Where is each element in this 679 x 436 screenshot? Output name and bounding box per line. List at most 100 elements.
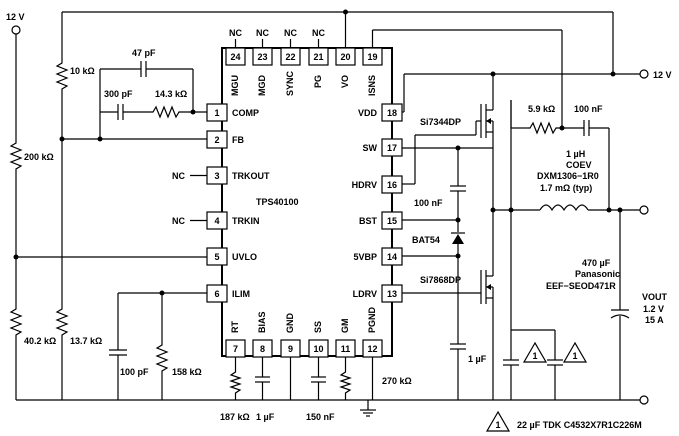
label-470uf-part: EEF−SEOD471R	[546, 281, 616, 291]
label-inductor-part: DXM1306−1R0	[537, 171, 599, 181]
footnote: 1 22 µF TDK C4532X7R1C226M	[485, 410, 642, 432]
pin-mgd: 23 MGD NC	[252, 28, 273, 96]
inductor-1uh	[539, 204, 589, 212]
ground-symbol	[360, 409, 376, 417]
capacitor-100pf	[109, 349, 127, 356]
label-si7868: Si7868DP	[420, 275, 461, 285]
svg-text:VO: VO	[340, 75, 350, 88]
note-triangle-icon: 1	[562, 341, 588, 363]
pin-vo: 20 VO	[335, 47, 356, 88]
svg-text:COMP: COMP	[232, 108, 259, 118]
svg-text:GM: GM	[340, 319, 350, 334]
svg-text:9: 9	[288, 344, 293, 354]
svg-text:TRKIN: TRKIN	[232, 216, 260, 226]
pin-sync: 22 SYNC NC	[280, 28, 301, 96]
svg-text:RT: RT	[230, 321, 240, 333]
capacitor-22uf-a	[503, 359, 519, 366]
label-inductor-value: 1 µH	[566, 149, 585, 159]
svg-text:11: 11	[341, 344, 351, 354]
label-vout: VOUT	[642, 292, 668, 302]
capacitor-100nf-snubber	[583, 120, 590, 136]
svg-text:14: 14	[387, 252, 397, 262]
svg-text:13: 13	[387, 289, 397, 299]
pin-pg: 21 PG NC	[308, 28, 329, 88]
svg-text:12 V: 12 V	[6, 12, 25, 22]
label-bias-1uf: 1 µF	[256, 412, 275, 422]
label-vout-voltage: 1.2 V	[643, 304, 664, 314]
label-13k7: 13.7 kΩ	[70, 336, 102, 346]
svg-text:24: 24	[230, 52, 240, 62]
svg-text:SS: SS	[313, 321, 323, 333]
capacitor-bias-1uf	[255, 376, 270, 383]
svg-text:23: 23	[257, 52, 267, 62]
svg-text:5: 5	[214, 252, 219, 262]
capacitor-47pf	[140, 61, 147, 77]
svg-text:MGD: MGD	[257, 75, 267, 96]
svg-text:NC: NC	[312, 28, 325, 38]
label-14k3: 14.3 kΩ	[155, 89, 187, 99]
resistor-10k	[55, 60, 69, 92]
svg-text:PGND: PGND	[367, 306, 377, 333]
svg-text:3: 3	[214, 171, 219, 181]
resistor-158k	[155, 342, 169, 374]
svg-text:6: 6	[214, 289, 219, 299]
svg-text:8: 8	[260, 344, 265, 354]
resistor-200k	[9, 140, 23, 172]
svg-text:1: 1	[532, 351, 537, 361]
label-5vbp-1uf: 1 µF	[468, 354, 487, 364]
footnote-text: 22 µF TDK C4532X7R1C226M	[517, 420, 642, 430]
terminal-vout-bottom	[639, 395, 649, 405]
svg-text:NC: NC	[284, 28, 297, 38]
ic-body	[221, 47, 393, 357]
resistor-14k3	[150, 105, 182, 119]
svg-text:FB: FB	[232, 135, 244, 145]
input-terminal-12v: 12 V	[6, 12, 25, 35]
terminal-vout-top	[639, 205, 649, 215]
label-bst-100nf: 100 nF	[414, 198, 443, 208]
label-10k: 10 kΩ	[70, 66, 95, 76]
label-5k9: 5.9 kΩ	[528, 104, 555, 114]
mosfet-high-side	[476, 74, 494, 148]
capacitor-300pf	[117, 104, 124, 120]
label-inductor-brand: COEV	[566, 160, 592, 170]
svg-text:2: 2	[214, 135, 219, 145]
svg-text:5VBP: 5VBP	[353, 252, 377, 262]
label-40k2: 40.2 kΩ	[24, 336, 56, 346]
svg-text:UVLO: UVLO	[232, 252, 257, 262]
capacitor-ss-150nf	[311, 376, 326, 383]
capacitor-5vbp-1uf	[450, 343, 466, 350]
pin-mgu: 24 MGU NC	[225, 28, 246, 96]
label-187k: 187 kΩ	[220, 412, 250, 422]
svg-text:1: 1	[495, 420, 500, 430]
label-100pf: 100 pF	[120, 367, 149, 377]
nc-trkin: NC	[172, 216, 185, 226]
terminal-12v-right	[639, 69, 649, 79]
label-470uf-brand: Panasonic	[575, 269, 620, 279]
svg-text:15: 15	[387, 216, 397, 226]
pin-ss: 10 SS	[308, 321, 329, 358]
pin-uvlo: 5 UVLO	[206, 247, 257, 266]
svg-text:PG: PG	[313, 75, 323, 88]
pin-rt: 7 RT	[225, 321, 246, 358]
label-12v-right: 12 V	[653, 70, 672, 80]
mosfet-low-side	[480, 210, 494, 400]
svg-text:ISNS: ISNS	[367, 75, 377, 96]
label-150nf: 150 nF	[306, 412, 335, 422]
pin-bias: 8 BIAS	[252, 311, 273, 358]
svg-text:18: 18	[387, 108, 397, 118]
svg-text:20: 20	[340, 52, 350, 62]
svg-text:SW: SW	[363, 143, 378, 153]
pin-trkin: 4 TRKIN	[206, 211, 260, 230]
svg-text:MGU: MGU	[230, 75, 240, 96]
svg-text:ILIM: ILIM	[232, 289, 250, 299]
svg-text:NC: NC	[229, 28, 242, 38]
svg-text:22: 22	[285, 52, 295, 62]
svg-text:BIAS: BIAS	[257, 311, 267, 333]
label-bat54: BAT54	[412, 235, 440, 245]
pin-hdrv: 16 HDRV	[352, 175, 403, 194]
svg-text:HDRV: HDRV	[352, 180, 377, 190]
svg-text:4: 4	[214, 216, 219, 226]
svg-text:1: 1	[572, 351, 577, 361]
svg-text:7: 7	[233, 344, 238, 354]
